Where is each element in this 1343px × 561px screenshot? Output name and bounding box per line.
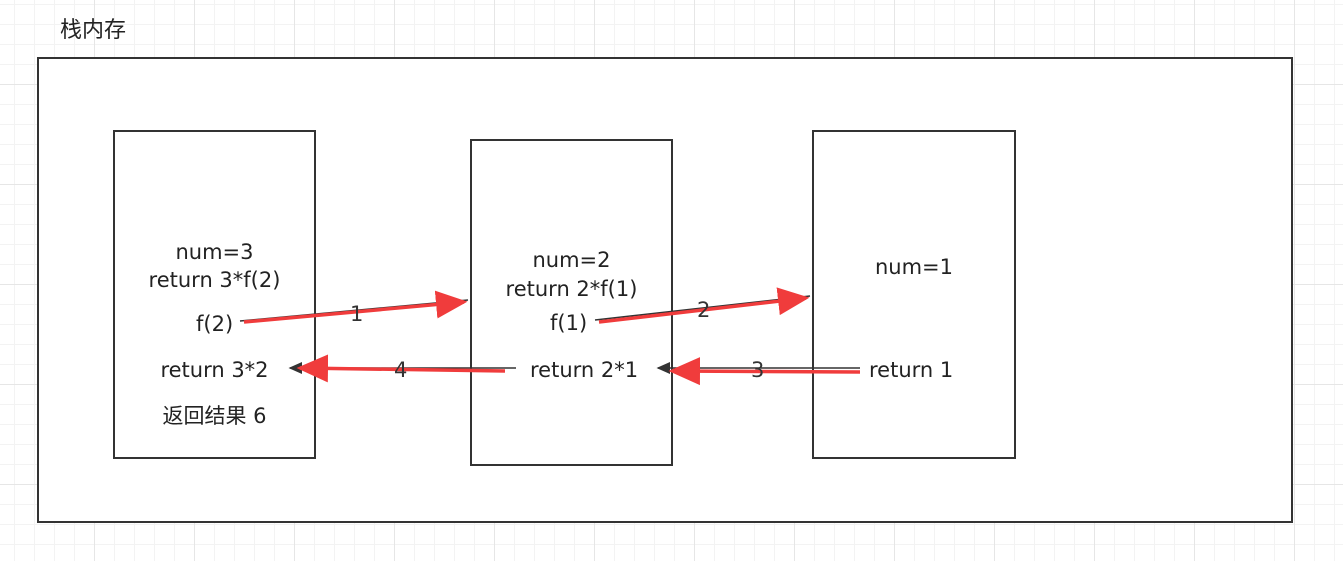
frame-1-call: f(2) [196, 312, 234, 336]
frame-2-return-expr: return 2*f(1) [505, 277, 638, 301]
step-number-1: 1 [350, 302, 364, 326]
frame-2-call: f(1) [550, 311, 588, 335]
arrow-step-2 [594, 287, 811, 324]
step-number-3: 3 [751, 358, 765, 382]
frame-2-num: num=2 [532, 248, 611, 272]
stack-frame-num-3 [113, 130, 316, 459]
diagram-title: 栈内存 [60, 18, 127, 43]
arrow-step-3 [656, 357, 861, 386]
frame-1-return-expr: return 3*f(2) [148, 268, 281, 292]
step-number-4: 4 [394, 358, 408, 382]
frame-1-return-value: return 3*2 [160, 358, 269, 382]
frame-1-final-result: 返回结果 6 [162, 404, 267, 428]
frame-3-num: num=1 [874, 255, 954, 279]
step-number-2: 2 [697, 298, 711, 322]
arrow-step-4 [288, 354, 516, 383]
arrow-step-1 [239, 290, 469, 324]
stack-frame-num-2 [470, 139, 673, 466]
frame-1-num: num=3 [175, 240, 254, 264]
frame-2-return-value: return 2*1 [530, 358, 639, 382]
stack-frame-num-1 [812, 130, 1016, 459]
frame-3-return-value: return 1 [869, 358, 954, 382]
